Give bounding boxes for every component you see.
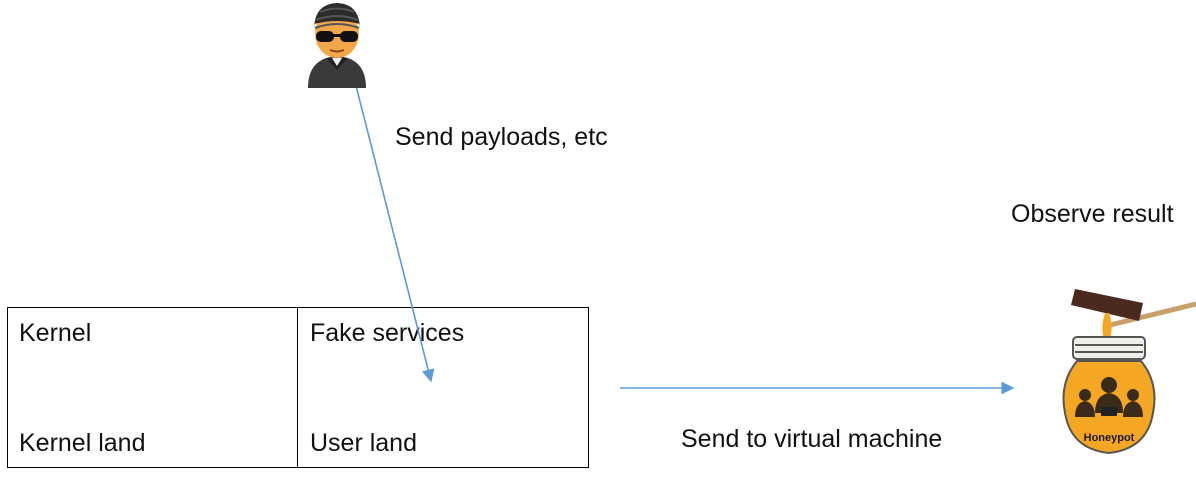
kernel-land-label: Kernel land xyxy=(19,429,146,457)
user-box xyxy=(297,307,589,468)
kernel-box xyxy=(7,307,299,468)
honeypot-jar-icon: Honeypot xyxy=(1062,289,1196,455)
send-payloads-label: Send payloads, etc xyxy=(395,123,608,151)
send-to-vm-label: Send to virtual machine xyxy=(681,425,943,453)
kernel-title: Kernel xyxy=(19,319,92,347)
observe-result-label: Observe result xyxy=(1011,200,1174,228)
user-land-label: User land xyxy=(310,429,417,457)
honeypot-label: Honeypot xyxy=(1084,432,1135,444)
hacker-icon xyxy=(308,3,366,88)
payload-arrow xyxy=(349,61,435,383)
fake-services-title: Fake services xyxy=(310,319,465,347)
